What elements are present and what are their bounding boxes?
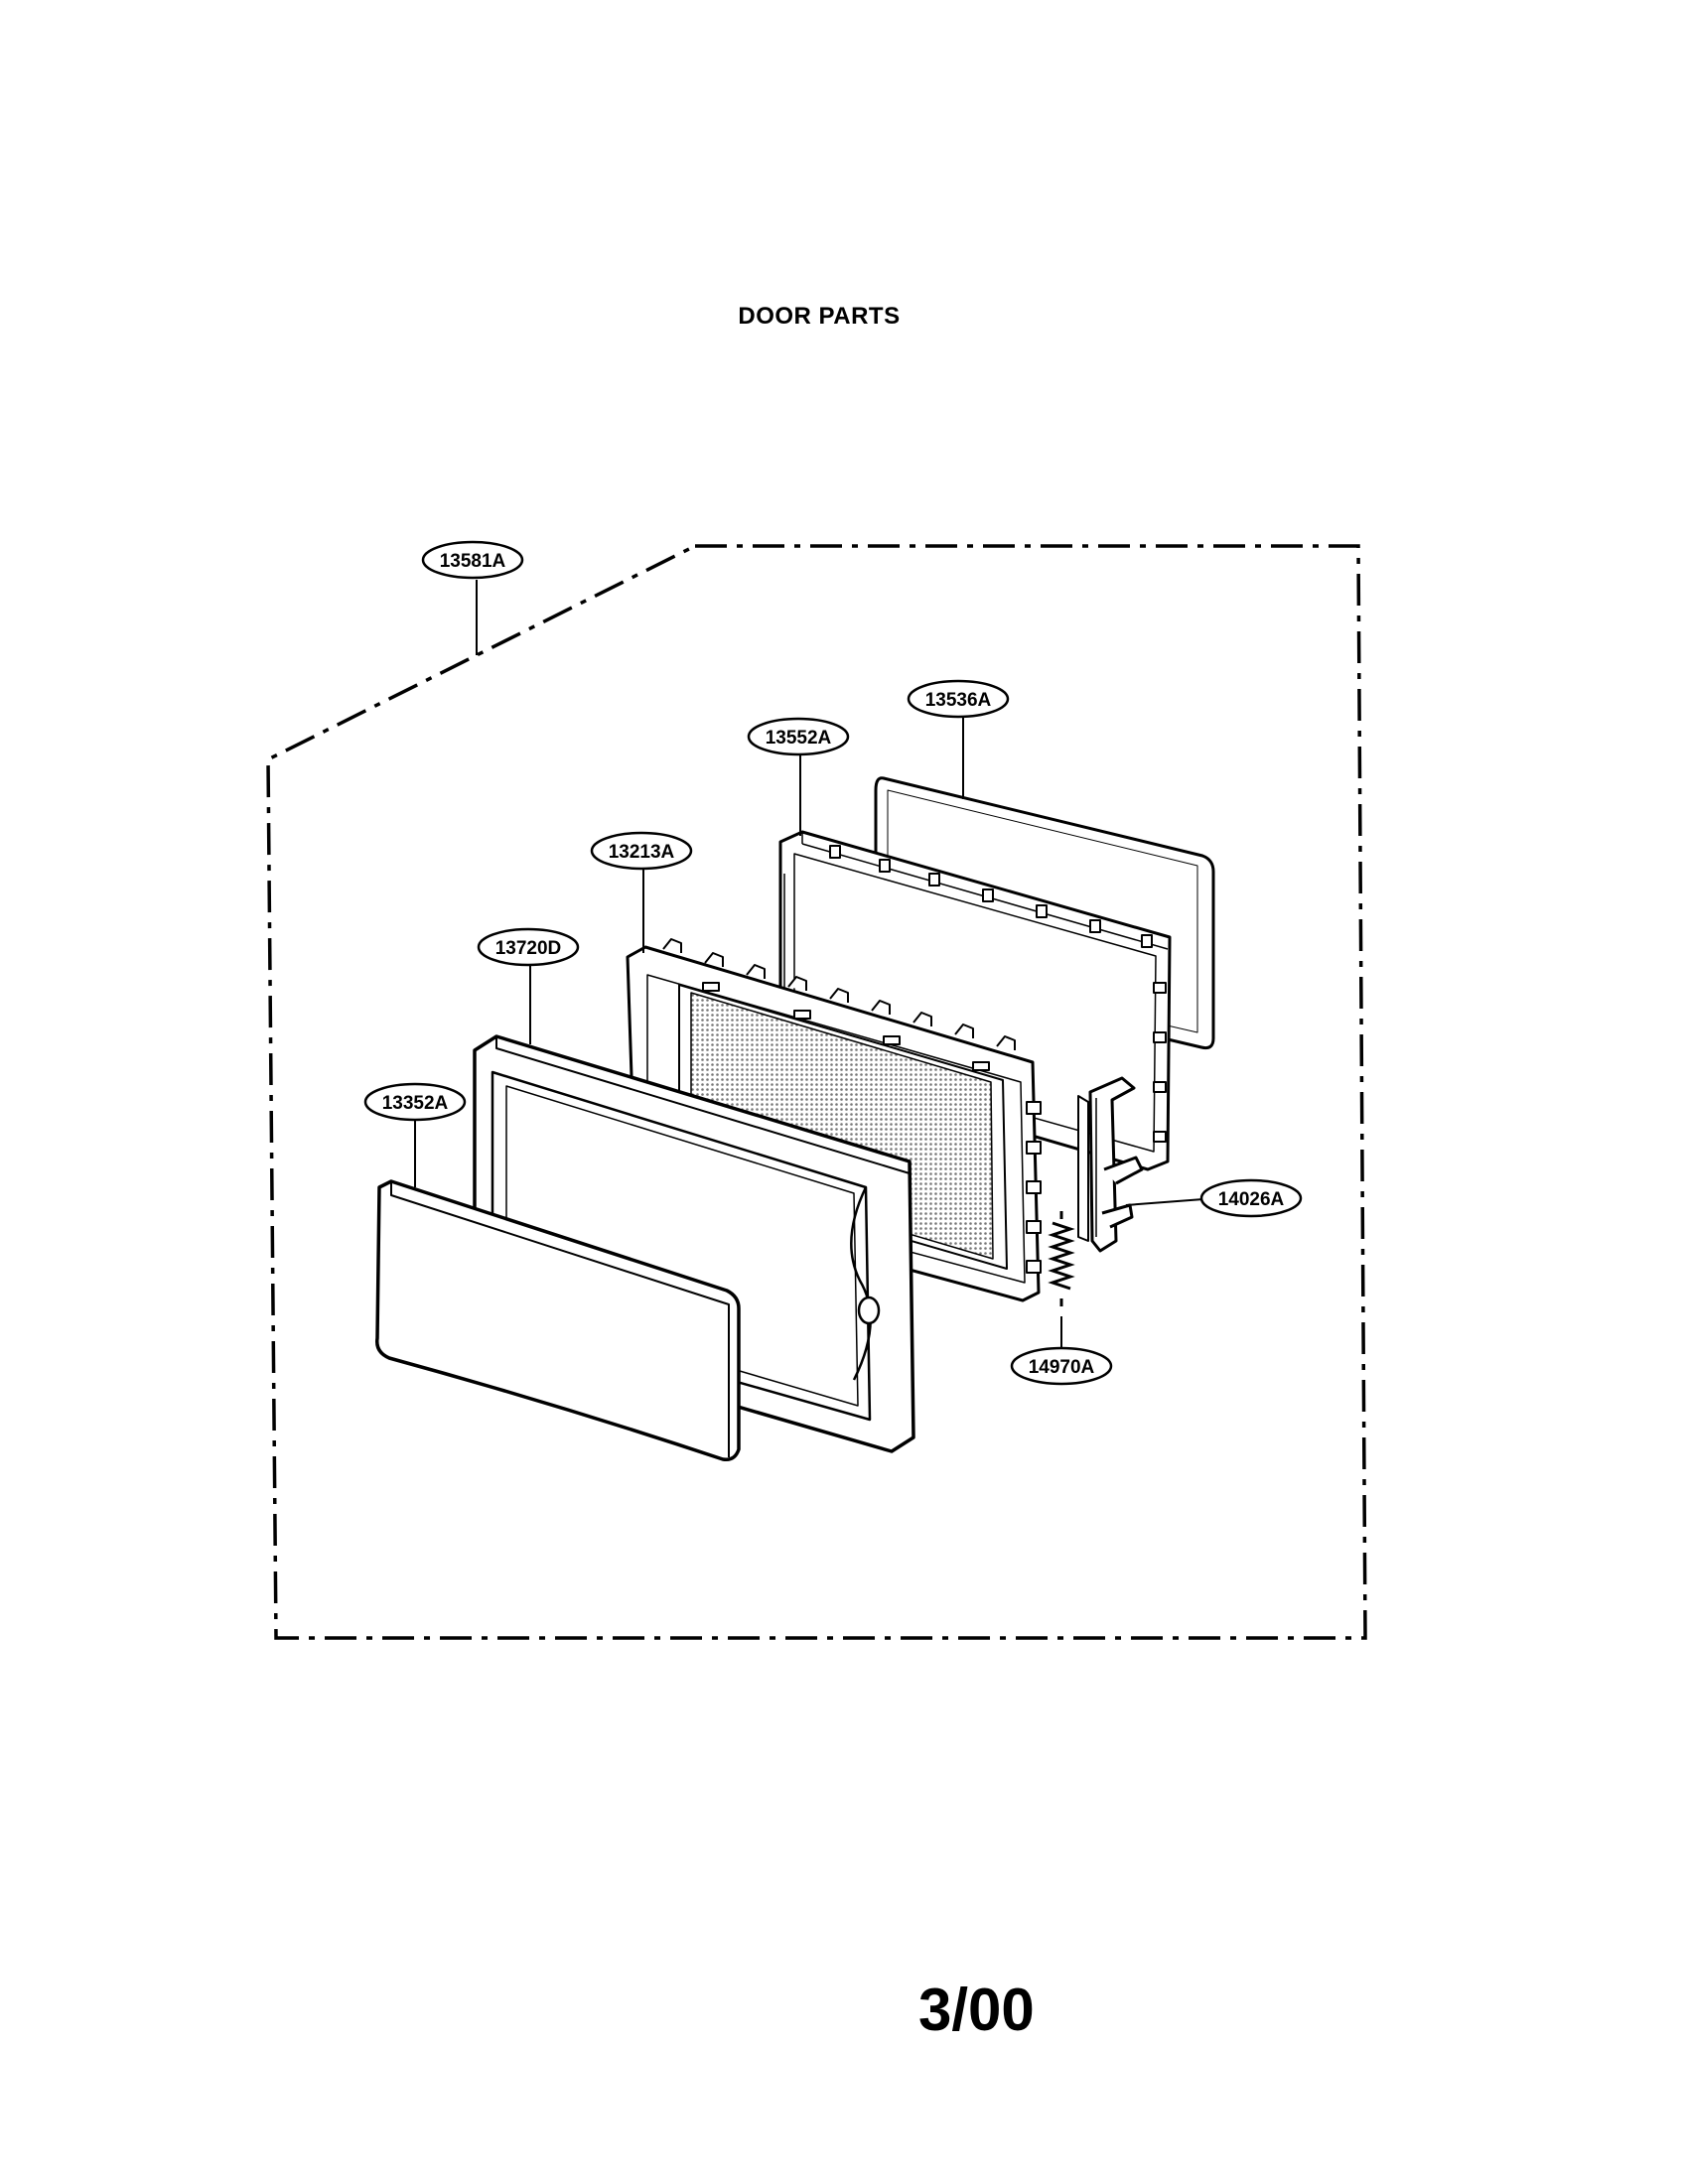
page-title: DOOR PARTS [0,303,1684,331]
callout-13536A[interactable]: 13536A [907,679,1010,719]
callout-13581A[interactable]: 13581A [421,540,524,580]
callout-label: 13536A [925,690,992,711]
callout-label: 13581A [440,551,506,572]
date-code: 3/00 [918,1977,1035,2043]
assembly-boundary [266,544,1367,1640]
callout-13213A[interactable]: 13213A [590,831,693,871]
callout-label: 14970A [1029,1357,1095,1378]
part-13352A-panel [375,1179,741,1462]
callout-label: 13552A [766,728,832,749]
callout-13552A[interactable]: 13552A [747,717,850,756]
callout-13352A[interactable]: 13352A [363,1082,467,1122]
callout-label: 13213A [609,842,675,863]
callout-13720D[interactable]: 13720D [477,927,580,967]
callout-label: 13720D [495,938,562,959]
callout-14026A[interactable]: 14026A [1199,1178,1303,1218]
callout-14970A[interactable]: 14970A [1010,1346,1113,1386]
callout-label: 14026A [1218,1189,1285,1210]
page-title-text: DOOR PARTS [738,303,901,330]
leader-lines [414,580,1204,1348]
part-14970A-spring [1048,1211,1075,1306]
callout-label: 13352A [382,1093,449,1114]
part-14026A-latch [1077,1076,1144,1253]
